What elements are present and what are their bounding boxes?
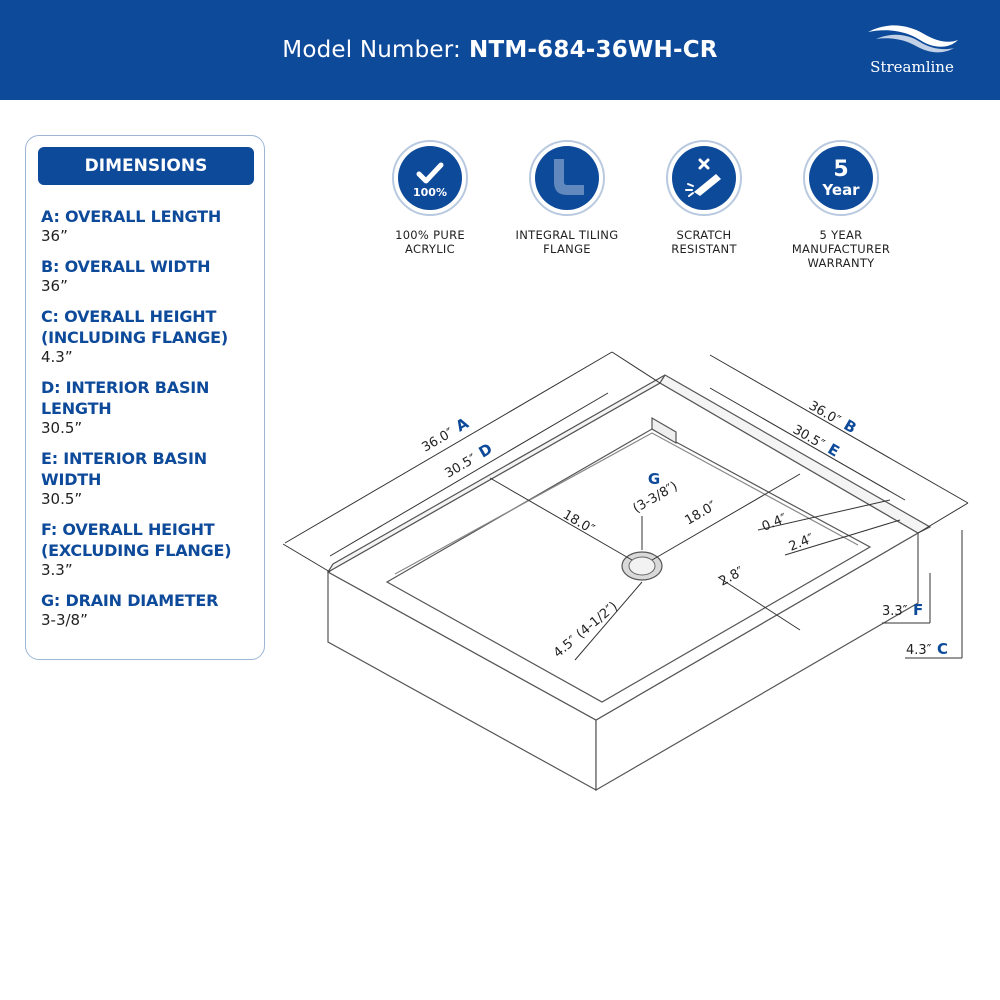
feature-scratch-resistant: SCRATCH RESISTANT [644,138,764,256]
feature-tiling-flange: INTEGRAL TILING FLANGE [507,138,627,256]
dimension-lines [282,351,969,661]
feature-label: 5 YEAR MANUFACTURER WARRANTY [781,228,901,270]
drain-g-letter: G [648,470,660,488]
brand-name: Streamline [870,58,954,76]
feature-label-line3: WARRANTY [807,256,875,270]
feature-label-line2: MANUFACTURER [791,242,891,256]
model-number-line: Model Number: NTM-684-36WH-CR [0,0,1000,100]
dimension-item-c: C: OVERALL HEIGHT (INCLUDING FLANGE) 4.3… [41,306,263,367]
dimension-item-e: E: INTERIOR BASIN WIDTH 30.5” [41,448,263,509]
feature-label: SCRATCH RESISTANT [644,228,764,256]
feature-label-line1: 100% PURE [395,228,465,242]
dim-line-ledge [717,576,801,631]
dimension-item-f: F: OVERALL HEIGHT (EXCLUDING FLANGE) 3.3… [41,519,263,580]
header-bar: Model Number: NTM-684-36WH-CR Streamline [0,0,1000,100]
dimension-label: D: INTERIOR BASIN [41,378,210,397]
feature-label-line2: ACRYLIC [405,242,455,256]
dimension-label: G: DRAIN DIAMETER [41,591,219,610]
basin-inner-edge [394,432,859,575]
badge-text: 5 [833,157,848,182]
dimension-item-b: B: OVERALL WIDTH 36” [41,256,263,296]
drain [621,551,663,581]
dim-c-letter: C [937,640,948,658]
feature-pure-acrylic: 100% 100% PURE ACRYLIC [370,138,490,256]
tiling-flange-icon [529,140,605,216]
dimension-item-d: D: INTERIOR BASIN LENGTH 30.5” [41,377,263,438]
dimensions-title: DIMENSIONS [38,147,254,185]
dim-a-letter: A [453,414,472,436]
dimension-label: B: OVERALL WIDTH [41,257,211,276]
dimension-label-line2: WIDTH [41,470,102,489]
feature-label: INTEGRAL TILING FLANGE [507,228,627,256]
dimension-value: 30.5” [41,490,83,508]
dimension-value: 3-3/8” [41,611,88,629]
dim-ext-a2 [611,351,661,384]
dim-c-value: 4.3″ [906,643,932,658]
dim-e-value: 30.5″ [790,422,827,452]
dim-a-value: 36.0″ [420,426,457,456]
feature-label-line2: RESISTANT [671,242,737,256]
dimension-value: 30.5” [41,419,83,437]
dim-line-a [284,351,613,544]
dimension-label-line2: (EXCLUDING FLANGE) [41,541,232,560]
warranty-badge-icon: 5 Year [803,140,879,216]
dimension-label: E: INTERIOR BASIN [41,449,207,468]
flange-right [659,374,932,534]
wave-logo-icon [868,25,958,53]
dimension-label-line2: (INCLUDING FLANGE) [41,328,229,347]
badge-text-2: Year [821,181,860,199]
dim-d-value: 30.5″ [443,452,480,482]
dimensions-list: A: OVERALL LENGTH 36” B: OVERALL WIDTH 3… [41,206,263,640]
feature-label-line1: SCRATCH [676,228,732,242]
checkmark-badge-icon: 100% [392,140,468,216]
dim-line-d [329,392,609,557]
model-number-label: Model Number: [282,37,461,63]
dimension-value: 36” [41,277,68,295]
dim-d-letter: D [476,440,496,462]
dimension-label: F: OVERALL HEIGHT [41,520,215,539]
feature-label-line1: 5 YEAR [819,228,863,242]
scratch-resistant-icon [666,140,742,216]
dim-line-b [709,354,969,504]
dim-line-flange-width [784,519,901,556]
shower-base-body [326,374,932,792]
brand-logo: Streamline [862,20,962,80]
dim-f-value: 3.3″ [882,604,908,619]
dim-b-letter: B [841,416,860,437]
badge-text: 100% [413,186,447,199]
drain-inner [628,556,656,576]
dim-f-letter: F [913,601,923,619]
dimension-label-line2: LENGTH [41,399,112,418]
dim-line-drain-offset [574,581,643,661]
dim-e-letter: E [825,440,843,461]
dimension-item-g: G: DRAIN DIAMETER 3-3/8” [41,590,263,630]
corner-seat [651,416,677,445]
feature-warranty: 5 Year 5 YEAR MANUFACTURER WARRANTY [781,138,901,270]
feature-label-line2: FLANGE [543,242,591,256]
dimension-value: 4.3” [41,348,73,366]
feature-label: 100% PURE ACRYLIC [370,228,490,256]
model-number-value: NTM-684-36WH-CR [469,37,718,63]
dim-line-center-left [489,477,633,561]
dim-line-flange-top [757,499,891,531]
dim-ext-a1 [282,543,331,573]
dimension-value: 3.3” [41,561,73,579]
dim-line-e [709,387,906,501]
dimension-value: 36” [41,227,68,245]
dimension-label: C: OVERALL HEIGHT [41,307,217,326]
dim-line-center-right [651,473,801,561]
dimension-item-a: A: OVERALL LENGTH 36” [41,206,263,246]
dimension-label: A: OVERALL LENGTH [41,207,222,226]
dimensions-panel: DIMENSIONS A: OVERALL LENGTH 36” B: OVER… [25,135,265,660]
dim-b-value: 36.0″ [806,398,843,428]
feature-label-line1: INTEGRAL TILING [515,228,619,242]
dim-ext-b [917,502,969,534]
